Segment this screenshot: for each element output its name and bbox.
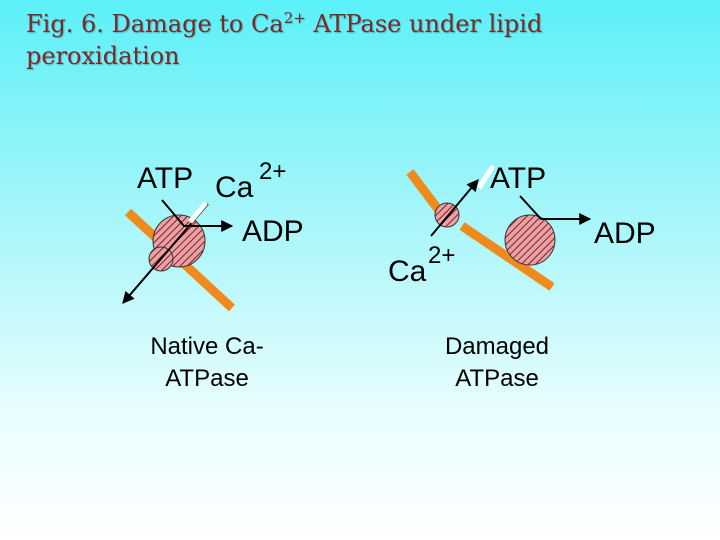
native-atp-label: ATP: [137, 162, 193, 195]
damaged-adp-label: ADP: [594, 217, 656, 250]
native-caption-line2: ATPase: [165, 365, 249, 392]
damaged-atp-label: ATP: [490, 162, 546, 195]
native-caption-line1: Native Ca-: [150, 333, 263, 360]
native-ca-label: Ca: [215, 171, 254, 204]
damaged-caption-line1: Damaged: [445, 333, 549, 360]
damaged-ca-charge: 2+: [428, 242, 455, 269]
damaged-atpase-group: ATP ADP Ca 2+ Damaged ATPase: [388, 162, 656, 392]
damaged-caption-line2: ATPase: [455, 365, 539, 392]
native-atpase-group: ATP Ca 2+ ADP Native Ca- ATPase: [123, 158, 304, 392]
damaged-ca-label: Ca: [388, 255, 427, 288]
damaged-protein-large: [505, 215, 555, 265]
native-channel-gap: [190, 203, 206, 222]
native-ca-charge: 2+: [259, 158, 286, 185]
native-adp-label: ADP: [242, 215, 304, 248]
